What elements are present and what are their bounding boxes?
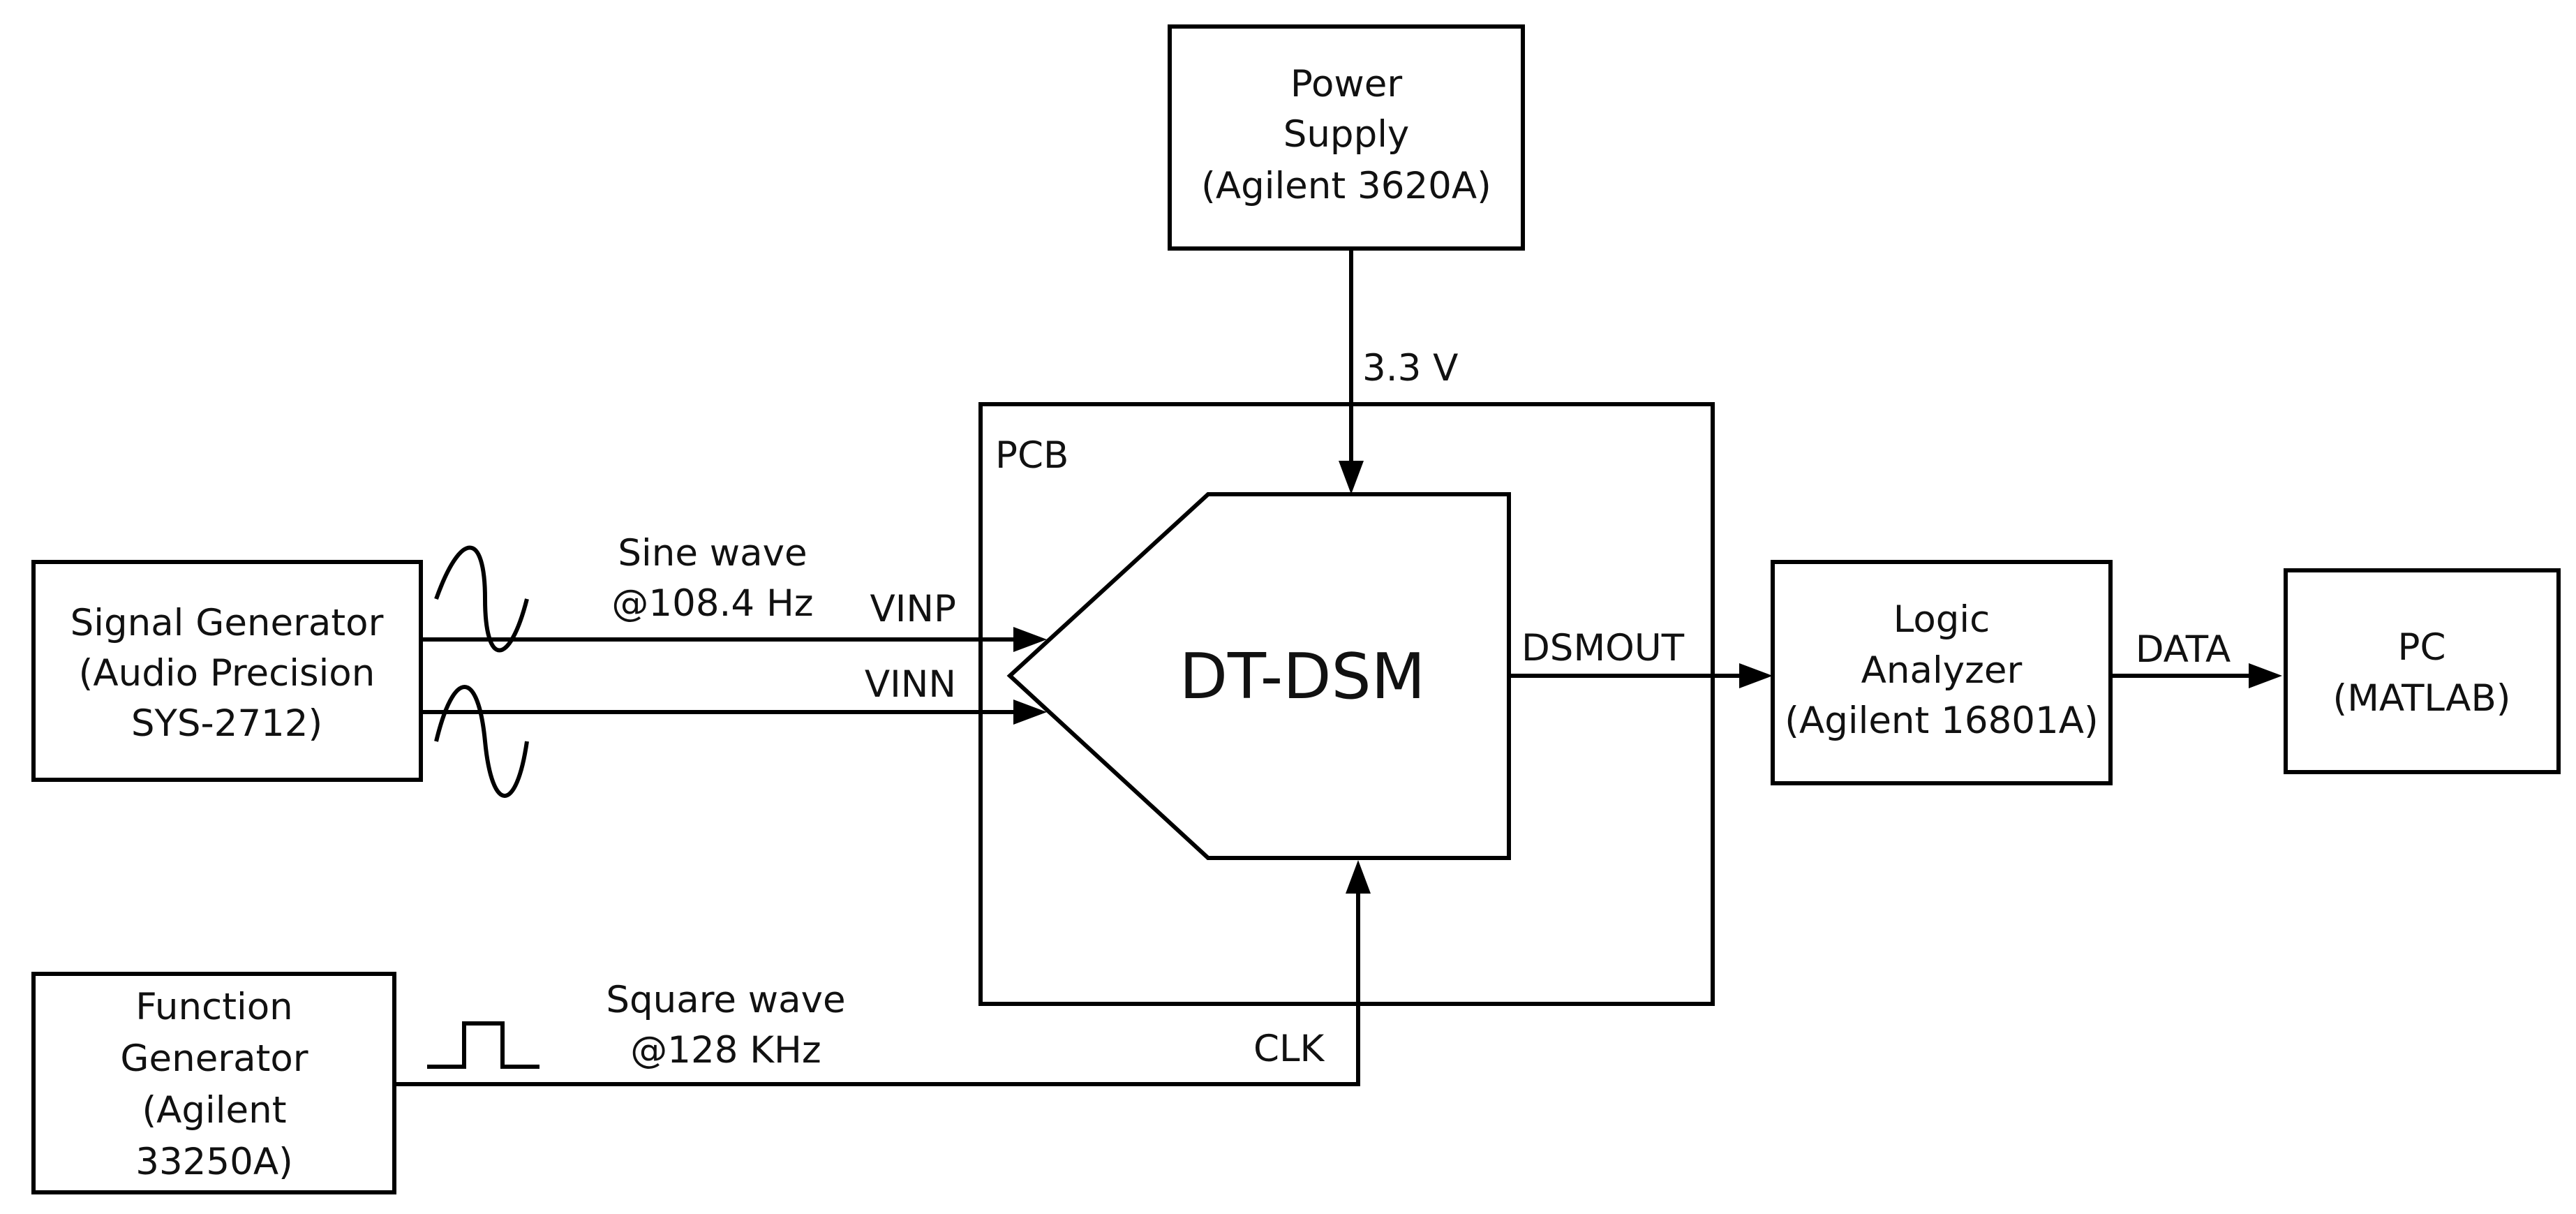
pcb-label: PCB (995, 434, 1069, 477)
square-wave-icon (427, 1021, 539, 1069)
function-generator-label-line1: Function (135, 986, 292, 1028)
dsmout-arrow-icon (1739, 663, 1773, 688)
clk-connection: CLK (394, 860, 1371, 1086)
vinn-connection: VINN (421, 663, 1047, 725)
sine-wave-label-line2: @108.4 Hz (611, 582, 813, 625)
sine-wave-label-line1: Sine wave (618, 532, 807, 575)
pc-label-line1: PC (2398, 626, 2446, 669)
power-supply-label-line1: Power (1290, 63, 1402, 105)
data-arrow-icon (2249, 663, 2282, 688)
vinn-arrow-icon (1013, 699, 1047, 725)
data-connection: DATA (2110, 628, 2282, 688)
sine-wave-inverted-icon (434, 685, 529, 798)
pc-label-line2: (MATLAB) (2333, 677, 2511, 720)
dsmout-connection: DSMOUT (1509, 627, 1773, 688)
vinp-connection: VINP (421, 588, 1047, 652)
vinn-label: VINN (865, 663, 956, 706)
logic-analyzer-label-line2: Analyzer (1861, 649, 2023, 692)
supply-connection: 3.3 V (1339, 249, 1458, 494)
clk-arrow-icon (1346, 860, 1371, 894)
sine-wave-icon (434, 545, 529, 653)
dsmout-label: DSMOUT (1521, 627, 1685, 669)
supply-arrow-icon (1339, 461, 1364, 494)
signal-generator-label-line3: SYS-2712) (131, 702, 322, 745)
signal-generator-block: Signal Generator (Audio Precision SYS-27… (31, 560, 423, 782)
power-supply-block: Power Supply (Agilent 3620A) (1168, 24, 1525, 251)
logic-analyzer-label-line1: Logic (1893, 598, 1990, 641)
function-generator-label-line3: (Agilent (142, 1089, 286, 1132)
square-wave-label-line1: Square wave (606, 979, 845, 1021)
data-label: DATA (2136, 628, 2231, 671)
function-generator-label-line2: Generator (120, 1037, 308, 1080)
vinp-label: VINP (870, 588, 957, 630)
power-supply-label-line3: (Agilent 3620A) (1201, 165, 1491, 207)
pc-block: PC (MATLAB) (2284, 568, 2561, 774)
function-generator-label-line4: 33250A) (135, 1141, 293, 1183)
function-generator-block: Function Generator (Agilent 33250A) (31, 972, 396, 1194)
signal-generator-label-line2: (Audio Precision (79, 652, 375, 695)
power-supply-label-line2: Supply (1283, 113, 1410, 156)
logic-analyzer-block: Logic Analyzer (Agilent 16801A) (1771, 560, 2113, 785)
dt-dsm-label: DT-DSM (1179, 640, 1426, 713)
signal-generator-label-line1: Signal Generator (70, 602, 384, 644)
square-wave-label-line2: @128 KHz (630, 1029, 821, 1072)
clk-label: CLK (1253, 1028, 1325, 1070)
logic-analyzer-label-line3: (Agilent 16801A) (1785, 699, 2098, 742)
supply-voltage-label: 3.3 V (1362, 347, 1458, 390)
vinp-arrow-icon (1013, 627, 1047, 652)
dt-dsm-block: DT-DSM (1006, 492, 1511, 860)
